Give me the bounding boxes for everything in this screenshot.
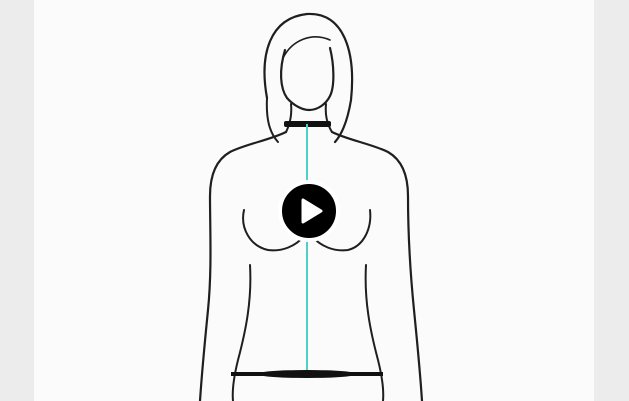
bust-left xyxy=(242,209,305,252)
bust-right xyxy=(311,209,372,252)
play-icon xyxy=(301,198,323,224)
torso-left-waist xyxy=(231,264,252,401)
play-button[interactable] xyxy=(278,180,340,242)
hair-outline xyxy=(263,12,354,144)
torso-right-outline xyxy=(330,130,424,401)
neck-left xyxy=(285,103,293,133)
hair-part xyxy=(282,36,331,59)
face-outline xyxy=(280,46,335,112)
hip-band-center xyxy=(257,370,357,378)
torso-right-waist xyxy=(364,264,385,401)
neck-right xyxy=(324,103,333,133)
torso-left-outline xyxy=(198,130,288,401)
hair-left-inner xyxy=(265,97,279,143)
